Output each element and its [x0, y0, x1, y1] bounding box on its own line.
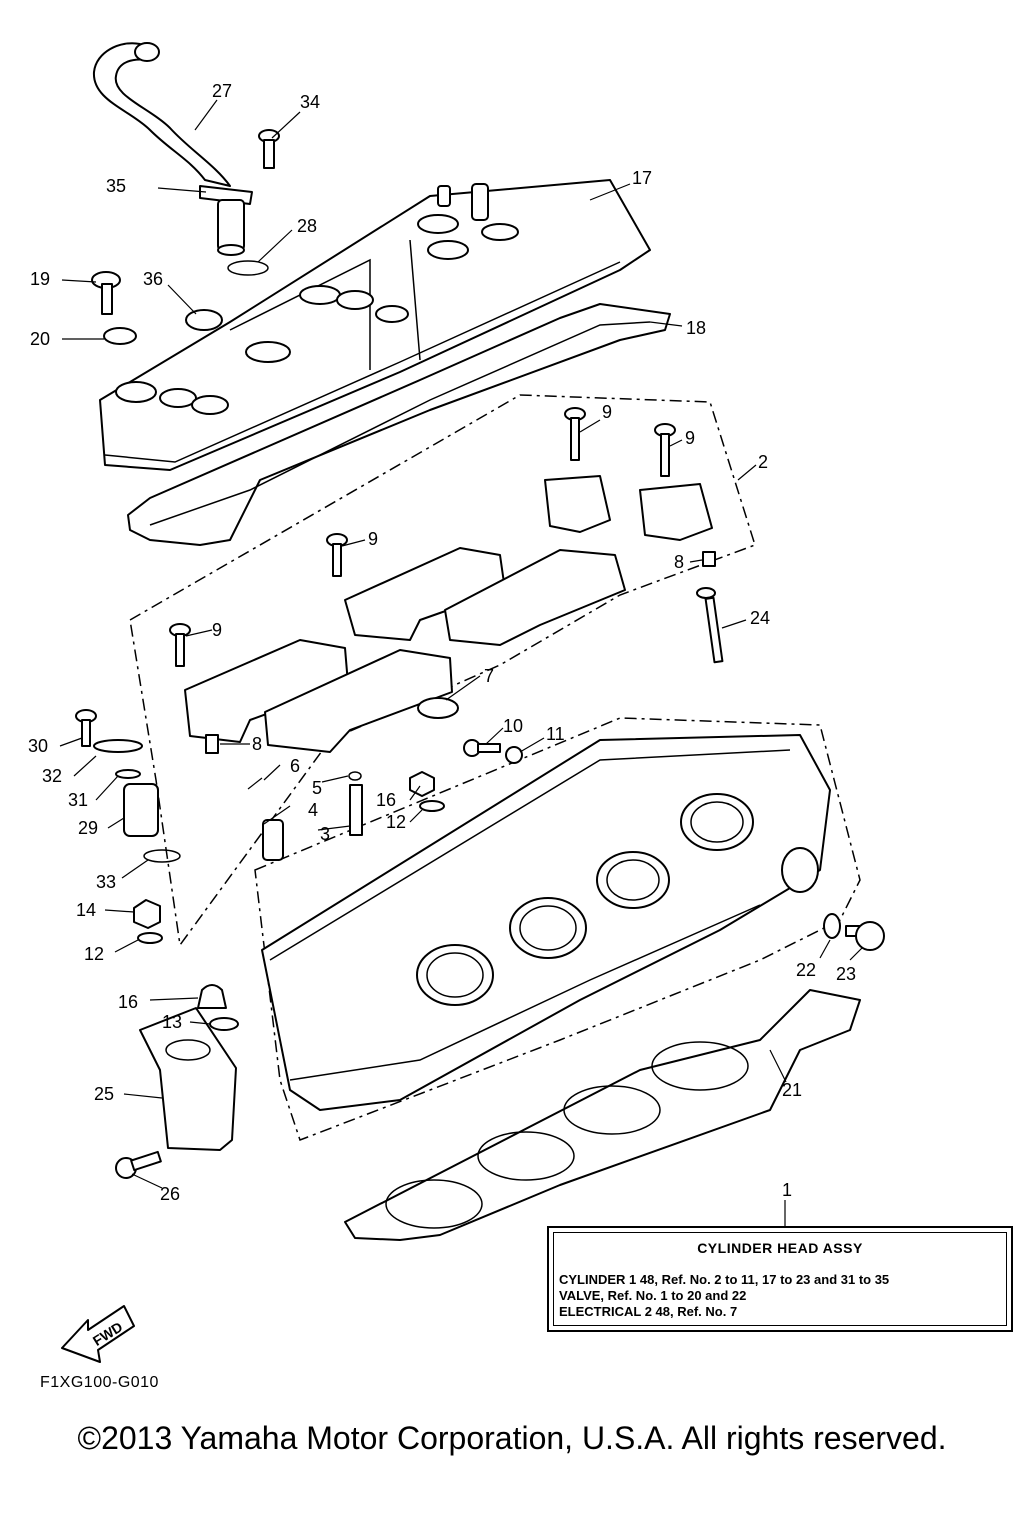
bolt-35 — [75, 709, 97, 747]
label-9-a: 9 — [602, 402, 612, 422]
breather-hose — [92, 42, 253, 256]
bolt-24 — [696, 587, 724, 664]
head-gasket — [344, 989, 861, 1241]
washer-13 — [209, 1017, 239, 1031]
label-23: 23 — [836, 964, 856, 984]
assy-lines: CYLINDER 1 48, Ref. No. 2 to 11, 17 to 2… — [559, 1272, 889, 1320]
label-24: 24 — [750, 608, 770, 628]
label-10: 10 — [503, 716, 523, 736]
bolt-10 — [463, 739, 501, 757]
assy-box-inner-border — [553, 1232, 1007, 1326]
label-9-b: 9 — [685, 428, 695, 448]
label-22: 22 — [796, 960, 816, 980]
label-19: 19 — [30, 269, 50, 289]
o-ring-28 — [227, 260, 269, 276]
nut-15 — [409, 771, 435, 797]
copyright-notice: ©2013 Yamaha Motor Corporation, U.S.A. A… — [77, 1420, 947, 1456]
intake-ports — [416, 793, 754, 1006]
label-12-b: 12 — [84, 944, 104, 964]
label-6: 6 — [290, 756, 300, 776]
label-8-b: 8 — [252, 734, 262, 754]
label-18: 18 — [686, 318, 706, 338]
label-17: 17 — [632, 168, 652, 188]
forward-arrow-icon: FWD — [61, 1305, 135, 1363]
label-1: 1 — [782, 1180, 792, 1200]
bolt-19 — [91, 271, 121, 315]
assy-line-electrical: ELECTRICAL 2 48, Ref. No. 7 — [559, 1304, 738, 1319]
label-30: 35 — [106, 176, 126, 196]
label-8-a: 8 — [674, 552, 684, 572]
head-cover-gasket — [127, 303, 671, 546]
label-3: 3 — [320, 824, 330, 844]
label-27: 27 — [212, 81, 232, 101]
assy-line-cylinder: CYLINDER 1 48, Ref. No. 2 to 11, 17 to 2… — [559, 1272, 890, 1287]
washer-22 — [823, 913, 841, 939]
engine-bracket — [139, 1007, 237, 1151]
washer-12-a — [419, 800, 445, 812]
bolt-29 — [258, 129, 280, 169]
o-ring-34 — [143, 849, 181, 863]
label-28: 28 — [297, 216, 317, 236]
cylinder-head-assy-box: CYLINDER HEAD ASSY CYLINDER 1 48, Ref. N… — [547, 1226, 1013, 1332]
cylinder-head-cover — [99, 179, 651, 471]
spacer-31 — [123, 783, 159, 837]
label-31: 29 — [78, 818, 98, 838]
cam-cap-b — [344, 547, 626, 646]
label-15: 16 — [376, 790, 396, 810]
cam-cap-c — [184, 639, 453, 753]
label-9-d: 9 — [212, 620, 222, 640]
assy-title: CYLINDER HEAD ASSY — [697, 1240, 863, 1256]
label-11: 11 — [546, 724, 565, 744]
label-34: 33 — [96, 872, 116, 892]
leader-lines — [59, 99, 863, 1226]
label-7: 7 — [484, 666, 494, 686]
valve-4 — [262, 819, 284, 861]
label-14: 14 — [76, 900, 96, 920]
nut-14 — [133, 899, 161, 929]
plug-36 — [185, 309, 223, 331]
bolt-9-c — [326, 533, 348, 577]
label-32: 31 — [68, 790, 88, 810]
label-26: 26 — [160, 1184, 180, 1204]
assy-line-valve: VALVE, Ref. No. 1 to 20 and 22 — [559, 1288, 747, 1303]
washer-33 — [93, 739, 143, 753]
valve-guide-3 — [349, 784, 363, 836]
washer-32 — [115, 769, 141, 779]
label-25: 25 — [94, 1084, 114, 1104]
plug-23 — [845, 921, 885, 951]
seal-6 — [247, 777, 263, 790]
label-9-c: 9 — [368, 529, 378, 549]
bolt-9-a — [564, 407, 586, 461]
diagram-reference-code: F1XG100-G010 — [40, 1374, 159, 1391]
dowel-8-a — [702, 551, 716, 567]
bolt-9-b — [654, 423, 676, 477]
part-labels: 27 34 35 17 28 19 36 20 18 9 9 2 9 8 24 … — [28, 81, 856, 1204]
label-13: 13 — [162, 1012, 182, 1032]
sensor-7 — [417, 697, 459, 719]
label-36: 36 — [143, 269, 163, 289]
washer-11 — [505, 746, 523, 764]
label-16: 16 — [118, 992, 138, 1012]
label-35: 30 — [28, 736, 48, 756]
label-2: 2 — [758, 452, 768, 472]
cap-nut-16 — [197, 984, 227, 1009]
dowel-8-b — [205, 734, 219, 754]
cam-cap-group-outline — [129, 394, 756, 947]
label-29: 34 — [300, 92, 320, 112]
label-33: 32 — [42, 766, 62, 786]
label-21: 21 — [782, 1080, 802, 1100]
cylinder-head — [261, 734, 831, 1111]
label-20: 20 — [30, 329, 50, 349]
clip-5 — [348, 771, 362, 781]
label-12-a: 12 — [386, 812, 406, 832]
grommet-20 — [103, 327, 137, 345]
cam-cap-a — [544, 475, 713, 541]
bolt-9-d — [169, 623, 191, 667]
bolt-26 — [115, 1150, 162, 1179]
washer-12-b — [137, 932, 163, 944]
label-5: 5 — [312, 778, 322, 798]
label-4: 4 — [308, 800, 318, 820]
